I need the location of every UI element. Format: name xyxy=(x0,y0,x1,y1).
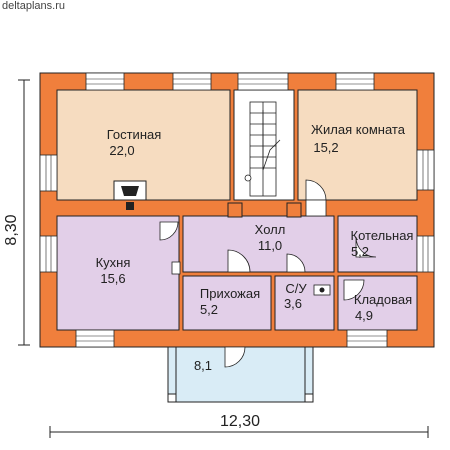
room-living-name: Гостиная xyxy=(107,127,162,142)
porch-post-right xyxy=(304,393,314,403)
room-kitchen-name: Кухня xyxy=(96,255,131,270)
dimension-height-line xyxy=(18,79,30,346)
fireplace-icon xyxy=(113,180,147,210)
room-boiler-floor xyxy=(337,215,418,273)
room-storage-name: Кладовая xyxy=(354,292,412,307)
windows xyxy=(39,72,435,348)
wall-column xyxy=(227,202,243,218)
wall-column xyxy=(286,202,302,218)
room-bedroom-floor xyxy=(297,89,418,201)
room-wc-name: С/У xyxy=(285,281,307,296)
room-wc-area: 3,6 xyxy=(284,296,302,311)
room-boiler-area: 5,2 xyxy=(351,244,369,259)
room-kitchen-area: 15,6 xyxy=(100,271,125,286)
room-entrance-floor xyxy=(182,275,272,331)
room-kitchen-floor xyxy=(56,215,180,331)
site-watermark: deltaplans.ru xyxy=(2,0,65,12)
room-living-area: 22,0 xyxy=(109,143,134,158)
room-bedroom-area: 15,2 xyxy=(313,140,338,155)
room-entrance-name: Прихожая xyxy=(200,286,260,301)
width-label: 12,30 xyxy=(220,413,260,430)
room-bedroom-name: Жилая комната xyxy=(311,122,406,137)
room-entrance-area: 5,2 xyxy=(200,302,218,317)
height-label: 8,30 xyxy=(3,214,20,245)
room-storage-area: 4,9 xyxy=(355,308,373,323)
door-swings xyxy=(159,179,377,368)
room-hall-area: 11,0 xyxy=(258,238,282,253)
room-hall-floor xyxy=(182,215,335,273)
dimension-width-line xyxy=(49,426,429,438)
room-porch-area: 8,1 xyxy=(194,358,212,373)
porch-post-left xyxy=(167,393,177,403)
room-hall-name: Холл xyxy=(255,222,286,237)
room-boiler-name: Котельная xyxy=(351,228,414,243)
staircase xyxy=(244,101,281,197)
window-glazing xyxy=(45,78,429,342)
sink-icon xyxy=(313,284,331,296)
